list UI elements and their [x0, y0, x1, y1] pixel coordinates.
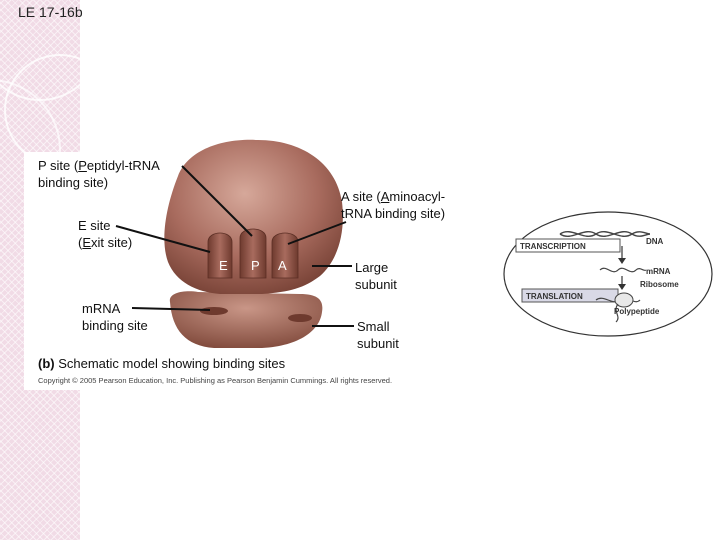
leader-a-site [287, 221, 347, 245]
inset-dna-label: DNA [646, 237, 664, 246]
large-subunit-label: Large subunit [355, 260, 397, 292]
e-site-letter: E [219, 258, 228, 273]
copyright-notice: Copyright © 2005 Pearson Education, Inc.… [38, 376, 393, 385]
p-site-letter: P [251, 258, 260, 273]
inset-polypeptide-label: Polypeptide [614, 307, 660, 316]
inset-translation-label: TRANSLATION [526, 292, 583, 301]
a-site-label: A site (Aminoacyl- tRNA binding site) [341, 189, 446, 221]
p-site-tunnel [239, 228, 267, 279]
a-site-letter: A [278, 258, 287, 273]
leader-mrna [131, 307, 211, 311]
figure-caption: (b) Schematic model showing binding site… [38, 356, 285, 371]
mrna-groove-right [288, 314, 312, 322]
leader-p-site [181, 165, 253, 237]
ribosome-diagram [115, 139, 354, 348]
p-site-label: P site (Peptidyl-tRNA binding site) [38, 158, 160, 190]
small-subunit-label: Small subunit [357, 319, 399, 351]
small-subunit [169, 291, 323, 348]
caption-part-label: (b) [38, 356, 55, 371]
a-site-tunnel [271, 232, 299, 279]
caption-text: Schematic model showing binding sites [54, 356, 286, 371]
e-site-label: E site (Exit site) [78, 218, 133, 250]
e-site-tunnel [207, 232, 233, 279]
inset-graphic [503, 211, 713, 337]
slide-title: LE 17-16b [18, 4, 83, 20]
leader-e-site [115, 225, 211, 253]
overview-inset: TRANSCRIPTION TRANSLATION DNA mRNA Ribos… [500, 208, 718, 340]
mrna-binding-site-label: mRNA binding site [82, 301, 148, 333]
inset-transcription-label: TRANSCRIPTION [520, 242, 586, 251]
inset-mrna-label: mRNA [646, 267, 671, 276]
inset-ribosome-label: Ribosome [640, 280, 679, 289]
mrna-groove [200, 307, 228, 315]
